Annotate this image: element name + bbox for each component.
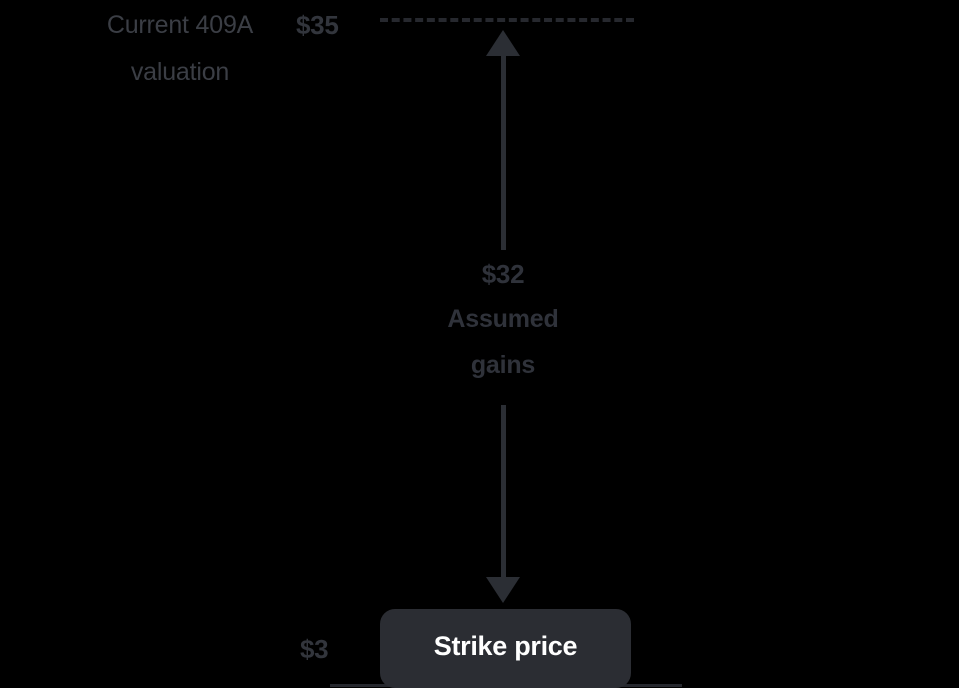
assumed-gains-annotation: $32 Assumed gains — [413, 252, 593, 388]
strike-price-pill-label: Strike price — [433, 631, 578, 661]
assumed-gains-caption: Assumed gains — [447, 305, 559, 379]
strike-price-value: $3 — [300, 634, 329, 664]
current-409a-valuation-label: Current 409A valuation — [106, 11, 254, 86]
arrow-down-icon — [486, 577, 520, 603]
strike-price-pill: Strike price — [380, 609, 631, 688]
arrow-down-shaft — [501, 405, 506, 581]
assumed-gains-amount: $32 — [481, 259, 525, 289]
arrow-up-shaft — [501, 50, 506, 250]
current-409a-valuation-value: $35 — [296, 10, 339, 40]
valuation-dashed-rule — [380, 18, 634, 22]
